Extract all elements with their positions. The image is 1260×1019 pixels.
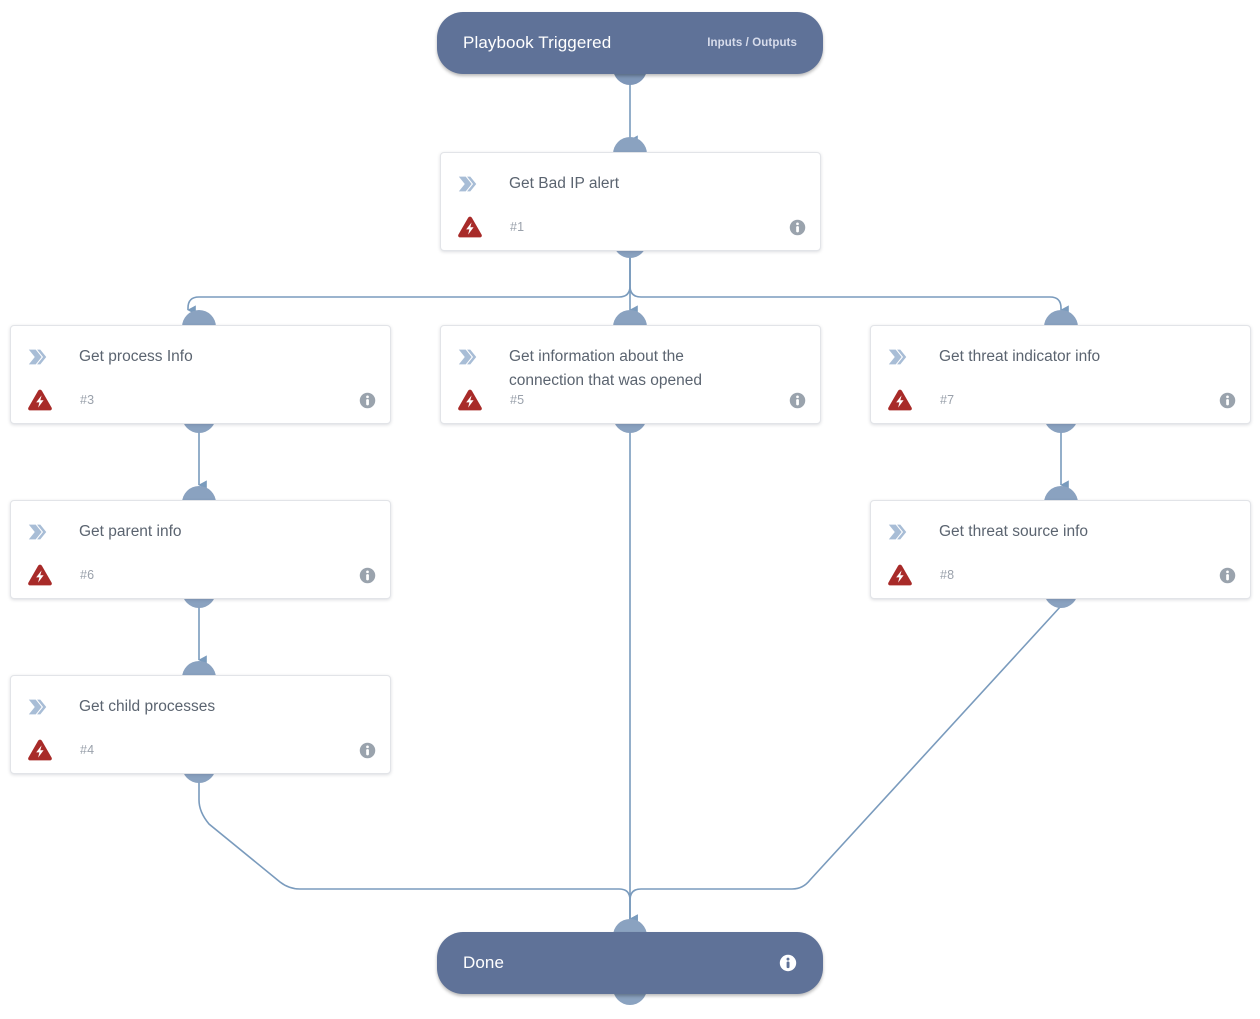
info-icon[interactable] [789, 392, 806, 409]
info-icon[interactable] [1219, 567, 1236, 584]
info-icon[interactable] [359, 742, 376, 759]
node-title: Get process Info [79, 348, 193, 365]
edge-n1-n3 [187, 255, 631, 315]
step-number: #1 [510, 220, 525, 234]
warning-bolt-icon [458, 389, 482, 411]
playbook-triggered-label: Playbook Triggered [463, 33, 612, 52]
chevron-double-right-icon [28, 699, 47, 715]
node-title: Get parent info [79, 523, 182, 540]
edge-n4-end [198, 780, 638, 924]
chevron-double-right-icon [888, 349, 907, 365]
chevron-double-right-icon [458, 176, 477, 192]
card-footer: #7 [871, 377, 1250, 423]
step-number: #7 [940, 393, 955, 407]
node-title: Get information about the connection tha… [509, 348, 703, 389]
warning-bolt-icon [458, 216, 482, 238]
info-icon[interactable] [359, 567, 376, 584]
card-footer: #4 [11, 727, 390, 773]
card-footer: #1 [441, 204, 820, 250]
chevron-double-right-icon [888, 524, 907, 540]
step-number: #3 [80, 393, 95, 407]
node-get-child-processes[interactable]: Get child processes #4 [10, 675, 391, 774]
warning-bolt-icon [28, 389, 52, 411]
chevron-double-right-icon [28, 349, 47, 365]
node-get-connection-information[interactable]: Get information about the connection tha… [440, 325, 821, 424]
card-header: Get child processes [11, 676, 390, 719]
chevron-double-right-icon [458, 349, 477, 365]
node-done[interactable]: Done [437, 932, 823, 994]
card-header: Get parent info [11, 501, 390, 544]
card-header: Get threat source info [871, 501, 1250, 544]
node-get-threat-source-info[interactable]: Get threat source info #8 [870, 500, 1251, 599]
card-header: Get information about the connection tha… [441, 326, 820, 393]
warning-bolt-icon [28, 564, 52, 586]
info-icon[interactable] [359, 392, 376, 409]
node-title: Get child processes [79, 698, 216, 715]
done-info-wrap[interactable] [779, 954, 797, 972]
step-number: #8 [940, 568, 955, 582]
done-label: Done [463, 953, 505, 972]
node-title: Get threat indicator info [939, 348, 1101, 365]
node-title: Get threat source info [939, 523, 1089, 540]
card-header: Get threat indicator info [871, 326, 1250, 369]
info-icon[interactable] [1219, 392, 1236, 409]
card-footer: #8 [871, 552, 1250, 598]
card-header: Get process Info [11, 326, 390, 369]
card-footer: #6 [11, 552, 390, 598]
card-header: Get Bad IP alert [441, 153, 820, 196]
node-get-bad-ip-alert[interactable]: Get Bad IP alert #1 [440, 152, 821, 251]
edge-n8-end [629, 600, 1062, 924]
node-title: Get Bad IP alert [509, 175, 619, 192]
step-number: #5 [510, 393, 525, 407]
inputs-outputs-label[interactable]: Inputs / Outputs [707, 37, 797, 49]
warning-bolt-icon [888, 389, 912, 411]
warning-bolt-icon [888, 564, 912, 586]
info-icon[interactable] [779, 954, 797, 972]
node-playbook-triggered[interactable]: Playbook Triggered Inputs / Outputs [437, 12, 823, 74]
edge-n1-n7 [629, 255, 1069, 315]
step-number: #4 [80, 743, 95, 757]
chevron-double-right-icon [28, 524, 47, 540]
node-get-threat-indicator-info[interactable]: Get threat indicator info #7 [870, 325, 1251, 424]
card-footer: #3 [11, 377, 390, 423]
step-number: #6 [80, 568, 95, 582]
info-icon[interactable] [789, 219, 806, 236]
warning-bolt-icon [28, 739, 52, 761]
node-get-process-info[interactable]: Get process Info #3 [10, 325, 391, 424]
node-get-parent-info[interactable]: Get parent info #6 [10, 500, 391, 599]
card-footer: #5 [441, 377, 820, 423]
